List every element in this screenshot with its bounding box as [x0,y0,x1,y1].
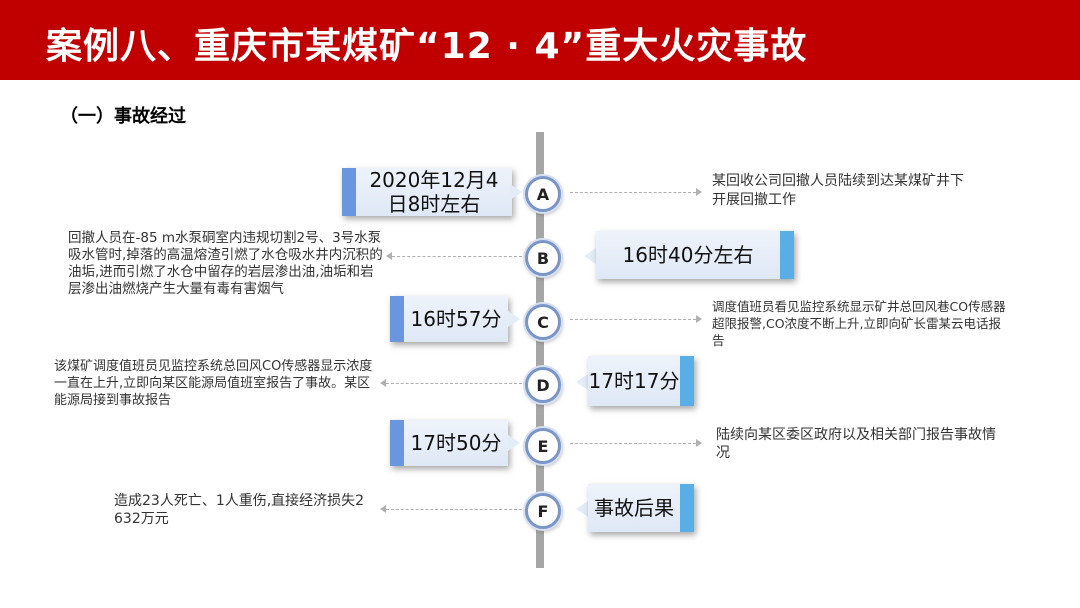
event-desc-d: 该煤矿调度值班员见监控系统总回风CO传感器显示浓度一直在上升,立即向某区能源局值… [54,359,373,408]
connector-d-arrow [380,379,386,387]
event-desc-a: 某回收公司回撤人员陆续到达某煤矿井下开展回撤工作 [712,173,964,208]
connector-c [570,319,696,320]
time-box-e: 17时50分 [390,420,508,466]
time-box-d-pointer [576,374,588,390]
time-box-a-pointer [510,184,522,200]
connector-f [386,509,522,510]
timeline-node-e: E [525,428,561,464]
time-label-e: 17时50分 [410,431,502,455]
time-box-a: 2020年12月4日8时左右 [342,168,512,216]
page-title: 案例八、重庆市某煤矿“12 · 4”重大火灾事故 [46,26,808,67]
timeline-node-b: B [525,240,561,276]
event-desc-e: 陆续向某区委区政府以及相关部门报告事故情况 [716,427,996,461]
node-letter-d: D [536,375,550,395]
time-box-f: 事故后果 [588,484,694,532]
time-box-e-pointer [508,435,520,451]
time-label-d: 17时17分 [588,369,680,393]
connector-e [570,443,696,444]
node-letter-b: B [536,248,550,268]
connector-e-arrow [696,439,702,447]
connector-a [570,192,696,193]
node-letter-c: C [537,312,549,332]
connector-f-arrow [380,505,386,513]
section-title: （一）事故经过 [60,106,186,127]
time-box-d: 17时17分 [588,356,694,406]
time-box-c-pointer [508,311,520,327]
time-box-c: 16时57分 [390,296,508,342]
node-letter-a: A [536,184,550,204]
node-letter-f: F [537,501,549,521]
time-box-f-pointer [576,501,588,517]
timeline-node-a: A [525,176,561,212]
timeline-node-f: F [525,493,561,529]
time-box-b: 16时40分左右 [596,231,794,279]
time-label-f: 事故后果 [594,496,674,520]
timeline-line [536,132,544,568]
title-bar: 案例八、重庆市某煤矿“12 · 4”重大火灾事故 [0,0,1080,80]
event-desc-f: 造成23人死亡、1人重伤,直接经济损失2 632万元 [114,493,365,527]
connector-b-arrow [386,252,392,260]
node-letter-e: E [537,436,549,456]
timeline-node-c: C [525,304,561,340]
event-desc-c: 调度值班员看见监控系统显示矿井总回风巷CO传感器超限报警,CO浓度不断上升,立即… [712,299,1006,348]
connector-b [392,256,522,257]
connector-c-arrow [696,315,702,323]
time-label-c: 16时57分 [410,307,502,331]
event-desc-b: 回撤人员在-85 m水泵硐室内违规切割2号、3号水泵吸水管时,掉落的高温熔渣引燃… [68,230,383,297]
time-label-a: 2020年12月4日8时左右 [369,168,499,216]
connector-d [386,383,522,384]
time-box-b-pointer [584,248,596,264]
connector-a-arrow [696,188,702,196]
time-label-b: 16时40分左右 [622,243,754,267]
timeline-node-d: D [525,367,561,403]
